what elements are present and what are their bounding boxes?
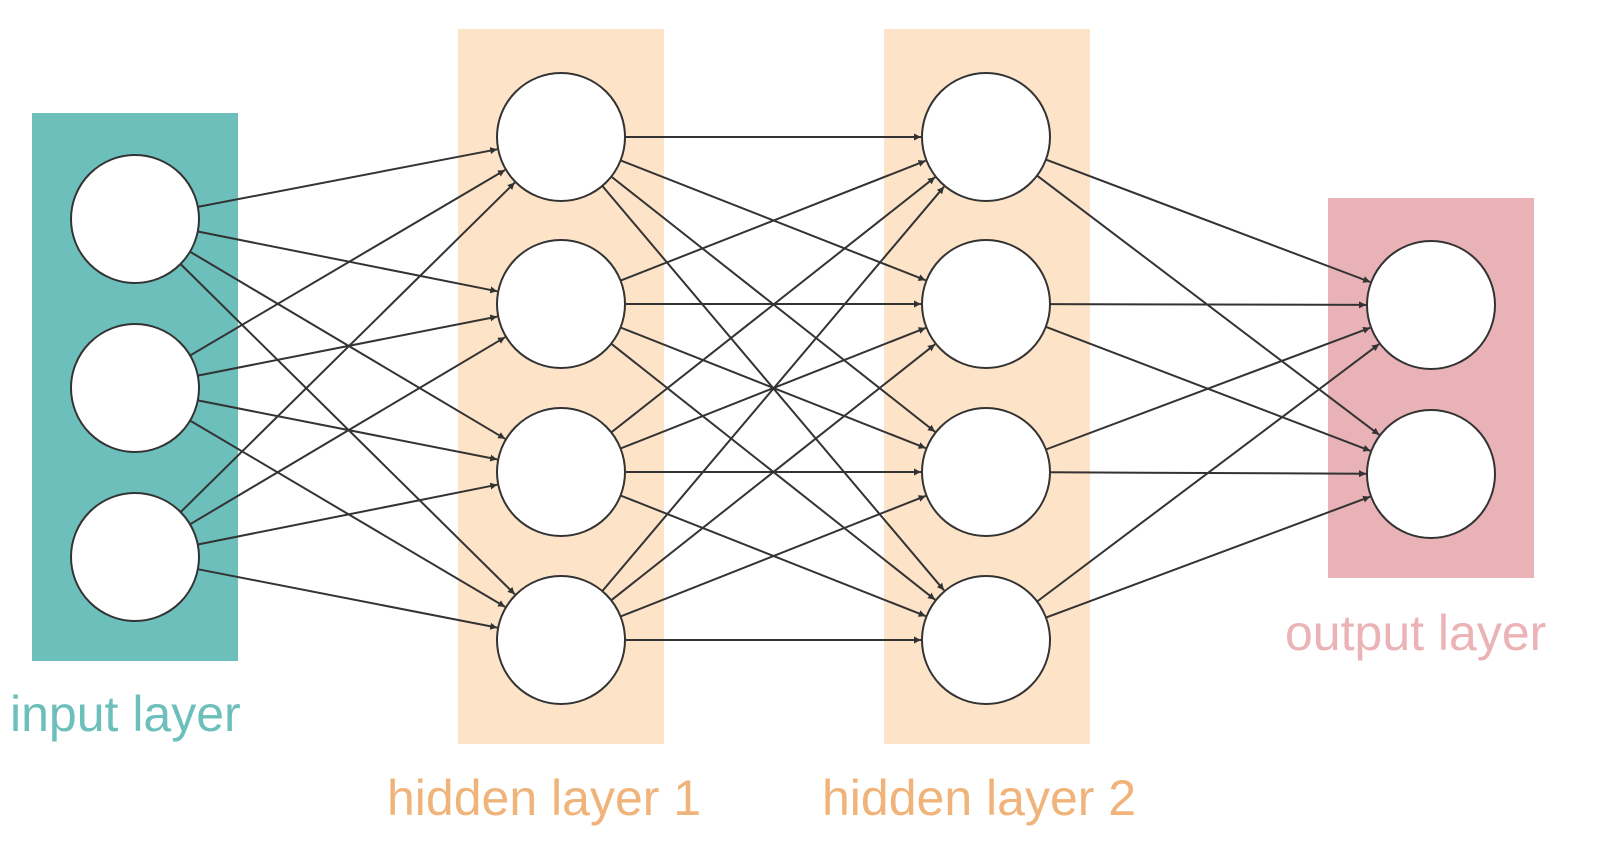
input-neuron-3 — [70, 492, 200, 622]
connection-hidden-2-4-to-output-2 — [1045, 495, 1371, 619]
hidden-1-neuron-1 — [496, 72, 626, 202]
hidden-2-neuron-1 — [921, 72, 1051, 202]
neurons — [70, 72, 1496, 705]
input-layer-label: input layer — [10, 686, 241, 742]
output-neuron-1 — [1366, 240, 1496, 370]
hidden-1-neuron-4 — [496, 575, 626, 705]
connection-input-3-to-hidden-1-2 — [189, 336, 506, 526]
hidden-1-neuron-3 — [496, 407, 626, 537]
connection-input-3-to-hidden-1-1 — [179, 181, 516, 513]
connection-hidden-2-4-to-output-1 — [1036, 343, 1380, 603]
connection-input-1-to-hidden-1-1 — [197, 147, 498, 208]
connection-hidden-1-4-to-hidden-2-1 — [601, 186, 945, 592]
connection-input-1-to-hidden-1-2 — [197, 230, 498, 294]
connection-hidden-1-4-to-hidden-2-2 — [610, 343, 936, 602]
output-layer-label: output layer — [1285, 605, 1546, 661]
hidden-2-neuron-2 — [921, 239, 1051, 369]
connection-hidden-1-2-to-hidden-2-1 — [620, 159, 926, 282]
hidden-2-neuron-4 — [921, 575, 1051, 705]
output-neuron-2 — [1366, 409, 1496, 539]
connection-hidden-2-1-to-output-1 — [1045, 158, 1371, 283]
connection-hidden-2-2-to-output-1 — [1049, 301, 1367, 309]
input-neuron-1 — [70, 154, 200, 284]
hidden-2-neuron-3 — [921, 407, 1051, 537]
input-neuron-2 — [70, 323, 200, 453]
connection-input-3-to-hidden-1-3 — [197, 482, 498, 546]
connection-hidden-2-3-to-output-1 — [1045, 326, 1371, 451]
connection-hidden-1-4-to-hidden-2-3 — [620, 494, 926, 618]
hidden-layer-2-label: hidden layer 2 — [822, 770, 1136, 826]
hidden-layer-1-label: hidden layer 1 — [387, 770, 701, 826]
connection-hidden-1-3-to-hidden-2-1 — [610, 176, 936, 434]
connections — [179, 133, 1380, 644]
connection-input-2-to-hidden-1-1 — [189, 169, 506, 357]
hidden-1-neuron-2 — [496, 239, 626, 369]
connection-input-3-to-hidden-1-4 — [197, 568, 498, 630]
